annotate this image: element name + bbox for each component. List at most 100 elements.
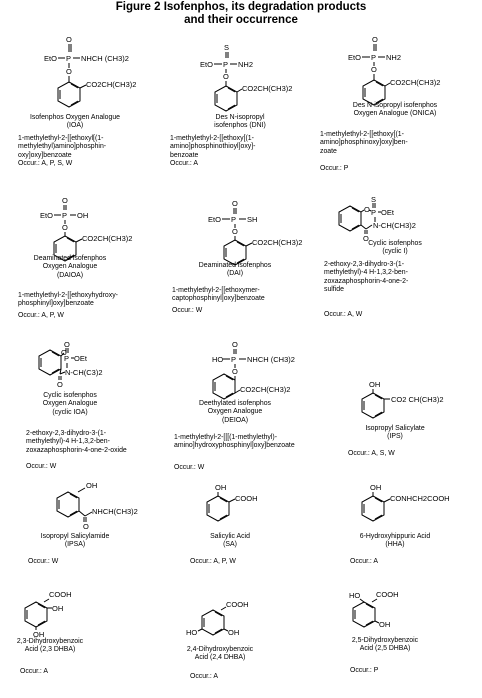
group-ester: CO2 CH(CH3)2 xyxy=(391,395,444,404)
atom-oh-2: OH xyxy=(228,628,239,637)
structure-dhba24: COOH OH HO xyxy=(186,600,249,637)
structure-hha: OH CONHCH2COOH xyxy=(361,483,450,522)
caption-cyclic-ioa: Cyclic isofenphos Oxygen Analogue (cycli… xyxy=(42,392,98,416)
group-ester: CO2CH(CH3)2 xyxy=(240,385,290,394)
occurrence-dhba23: Occur.: A xyxy=(20,668,48,675)
group-n-isopropyl: N-CH(CH3)2 xyxy=(373,221,416,230)
group-cooh: COOH xyxy=(49,590,72,599)
caption-dhba23: 2,3-Dihydroxybenzoic Acid (2,3 DHBA) xyxy=(16,638,84,654)
atom-o-link: O xyxy=(66,67,72,76)
occurrence-cyclic-ioa: Occur.: W xyxy=(26,463,57,470)
occurrence-onica: Occur.: P xyxy=(320,165,349,172)
group-amine: NHCH (CH3)2 xyxy=(81,54,129,63)
structure-daioa: O EtO P OH O CO2CH(CH3)2 xyxy=(40,196,132,262)
caption-onica: Des N-isopropyl isofenphos Oxygen Analog… xyxy=(352,102,438,118)
occurrence-daioa: Occur.: A, P, W xyxy=(18,312,64,319)
structure-deioa: O HO P NHCH (CH3)2 O CO2CH(CH3)2 xyxy=(212,340,295,400)
atom-o-ring: O xyxy=(364,205,370,214)
group-ester: CO2CH(CH3)2 xyxy=(86,80,136,89)
atom-o-top: O xyxy=(372,35,378,44)
atom-p: P xyxy=(66,54,71,63)
atom-ho: HO xyxy=(212,355,223,364)
iupac-cyclic-ioa: 2-ethoxy-2,3-dihydro-3-(1- methylethyl)-… xyxy=(26,430,127,454)
caption-ipsa: Isopropyl Salicylamide (IPSA) xyxy=(40,533,110,549)
group-cooh: COOH xyxy=(226,600,249,609)
caption-sa: Salicylic Acid (SA) xyxy=(210,533,250,549)
group-ester: CO2CH(CH3)2 xyxy=(390,78,440,87)
atom-o-link: O xyxy=(232,367,238,376)
atom-o-top: O xyxy=(62,196,68,205)
occurrence-ips: Occur.: A, S, W xyxy=(348,450,395,457)
caption-dni: Des N-isopropyl isofenphos (DNI) xyxy=(214,114,266,130)
group-oet: OEt xyxy=(381,208,395,217)
caption-ioa: Isofenphos Oxygen Analogue (IOA) xyxy=(29,114,121,130)
compound-hha: OH CONHCH2COOH 6-Hydroxyhippuric Acid (H… xyxy=(320,480,482,570)
atom-oh-2: OH xyxy=(52,604,63,613)
atom-o-link: O xyxy=(223,72,229,81)
atom-eto: EtO xyxy=(200,60,213,69)
figure-title-line-1: Figure 2 Isofenphos, its degradation pro… xyxy=(115,1,367,13)
group-cooh: COOH xyxy=(235,494,258,503)
group-nh2: NH2 xyxy=(386,53,401,62)
iupac-cyclic-i: 2-ethoxy-2,3-dihydro-3-(1- methylethyl)-… xyxy=(324,261,409,294)
atom-o-ring: O xyxy=(61,348,67,357)
group-amine: NHCH(CH3)2 xyxy=(92,507,138,516)
figure-title-line-2: and their occurrence xyxy=(184,14,298,26)
iupac-dni: 1-methylethyl-2-[[ethoxy[(1- amino]phosp… xyxy=(170,135,256,159)
group-ester: CO2CH(CH3)2 xyxy=(82,234,132,243)
caption-deioa: Deethylated isofenphos Oxygen Analogue (… xyxy=(198,400,272,424)
structure-dhba25: COOH OH HO xyxy=(349,590,399,629)
compound-ioa: O EtO P NHCH (CH3)2 O CO2CH(CH3)2 Isofen… xyxy=(0,30,160,180)
atom-o-top: O xyxy=(64,340,70,349)
compound-dhba23: COOH OH OH 2,3-Dihydroxybenzoic Acid (2,… xyxy=(0,590,160,698)
occurrence-deioa: Occur.: W xyxy=(174,464,205,471)
compound-ips: OH CO2 CH(CH3)2 Isopropyl Salicylate (IP… xyxy=(320,340,482,480)
iupac-dai: 1-methylethyl-2-[[ethoxymer- captophosph… xyxy=(172,287,265,303)
compound-sa: OH COOH Salicylic Acid (SA) Occur.: A, P… xyxy=(160,480,320,570)
group-conh: CONHCH2COOH xyxy=(390,494,450,503)
structure-ips: OH CO2 CH(CH3)2 xyxy=(361,380,444,419)
compound-ipsa: OH NHCH(CH3)2 O Isopropyl Salicylamide (… xyxy=(0,480,160,570)
atom-s-top: S xyxy=(371,195,376,204)
compound-dhba25: COOH OH HO 2,5-Dihydroxybenzoic Acid (2,… xyxy=(320,590,482,698)
compound-cyclic-ioa: O O P OEt N-CH(C3)2 O Cyclic isofenphos … xyxy=(0,340,160,480)
atom-oh: OH xyxy=(86,481,97,490)
atom-oh: OH xyxy=(215,483,226,492)
atom-eto: EtO xyxy=(44,54,57,63)
compound-dni: S EtO P NH2 O CO2CH(CH3)2 Des N-isopropy… xyxy=(160,30,320,180)
atom-p: P xyxy=(371,208,376,217)
atom-oh: OH xyxy=(370,483,381,492)
group-nh2: NH2 xyxy=(238,60,253,69)
iupac-onica: 1-methylethyl-2-[[ethoxy[(1- amino]phosp… xyxy=(320,131,408,155)
occurrence-ipsa: Occur.: W xyxy=(28,558,59,565)
atom-o-top: O xyxy=(232,340,238,349)
compound-cyclic-i: S O P OEt N-CH(CH3)2 O Cyclic isofenphos… xyxy=(320,195,482,336)
compound-dhba24: COOH OH HO 2,4-Dihydroxybenzoic Acid (2,… xyxy=(160,590,320,698)
atom-o-top: O xyxy=(232,199,238,208)
caption-daioa: Deaminated isofenphos Oxygen Analogue (D… xyxy=(33,255,107,279)
atom-o-link: O xyxy=(371,65,377,74)
atom-s-top: S xyxy=(224,43,229,52)
occurrence-dhba25: Occur.: P xyxy=(350,667,379,674)
atom-o-carbonyl: O xyxy=(57,380,63,389)
structure-cyclic-ioa: O O P OEt N-CH(C3)2 O xyxy=(38,340,103,389)
atom-p: P xyxy=(231,215,236,224)
atom-o-link: O xyxy=(62,223,68,232)
atom-ho-4: HO xyxy=(186,628,197,637)
group-oet: OEt xyxy=(74,354,88,363)
compound-deioa: O HO P NHCH (CH3)2 O CO2CH(CH3)2 Deethyl… xyxy=(160,340,320,480)
iupac-daioa: 1-methylethyl-2-[[ethoxyhydroxy- phosphi… xyxy=(18,292,118,308)
atom-p: P xyxy=(223,60,228,69)
atom-p: P xyxy=(64,354,69,363)
caption-cyclic-i: Cyclic isofenphos (cyclic I) xyxy=(368,240,422,256)
structure-ioa: O EtO P NHCH (CH3)2 O CO2CH(CH3)2 xyxy=(44,35,136,108)
compound-dai: O EtO P SH O CO2CH(CH3)2 Deaminated isof… xyxy=(160,196,320,336)
atom-eto: EtO xyxy=(348,53,361,62)
atom-eto: EtO xyxy=(40,211,53,220)
figure-title: Figure 2 Isofenphos, its degradation pro… xyxy=(0,1,482,27)
caption-ips: Isopropyl Salicylate (IPS) xyxy=(365,425,425,441)
iupac-deioa: 1-methylethyl-2-[[[(1-methylethyl)- amin… xyxy=(174,434,295,450)
group-oh: OH xyxy=(77,211,88,220)
group-amine: NHCH (CH3)2 xyxy=(247,355,295,364)
caption-dhba25: 2,5-Dihydroxybenzoic Acid (2,5 DHBA) xyxy=(351,637,419,653)
